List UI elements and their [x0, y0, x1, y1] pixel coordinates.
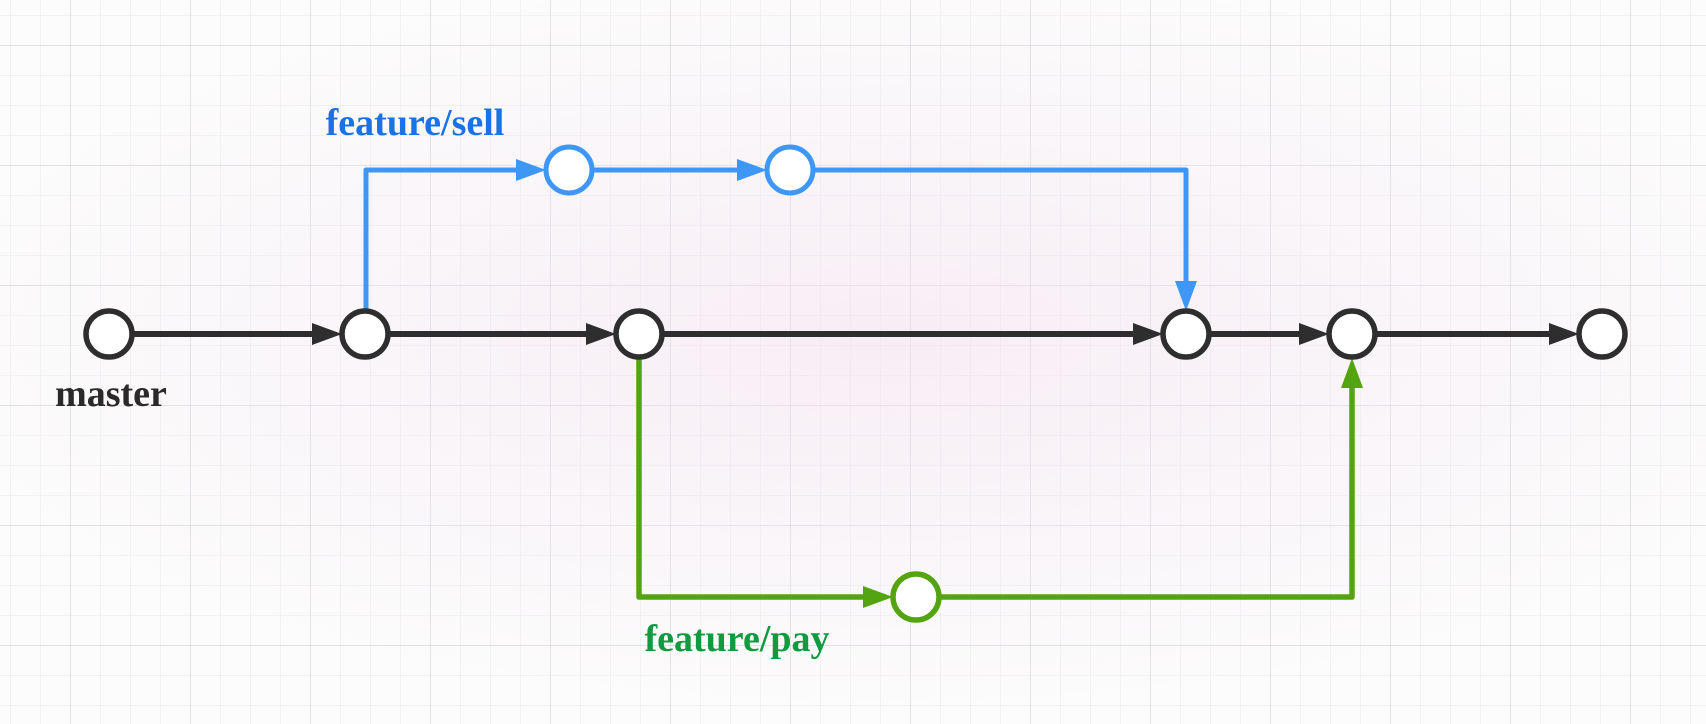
edge-feature-sell — [813, 167, 1189, 285]
arrowhead-feature-sell — [516, 159, 546, 181]
arrowhead-feature-sell — [1175, 281, 1197, 311]
edge-feature-pay — [636, 356, 867, 600]
edge-feature-sell — [363, 167, 520, 313]
branch-label-feature-sell: feature/sell — [326, 102, 505, 144]
branch-nodes-feature-pay — [890, 571, 942, 623]
commit-node-master — [1576, 308, 1628, 360]
commit-node-master — [339, 308, 391, 360]
commit-node-feature-sell — [543, 144, 595, 196]
branch-nodes-master — [83, 308, 1628, 360]
arrowhead-master — [312, 323, 342, 345]
commit-node-master — [83, 308, 135, 360]
branch-feature-sell — [363, 159, 1197, 313]
arrowhead-master — [1133, 323, 1163, 345]
arrowhead-feature-sell — [737, 159, 767, 181]
branch-nodes-feature-sell — [543, 144, 816, 196]
commit-node-master — [1160, 308, 1212, 360]
commit-node-feature-sell — [764, 144, 816, 196]
arrowhead-feature-pay — [1341, 358, 1363, 388]
arrowhead-feature-pay — [863, 586, 893, 608]
branch-label-master: master — [55, 373, 167, 415]
arrowhead-master — [1549, 323, 1579, 345]
branch-label-feature-pay: feature/pay — [644, 618, 829, 660]
branch-master — [132, 323, 1579, 345]
commit-node-master — [613, 308, 665, 360]
edge-feature-pay — [939, 384, 1355, 600]
arrowhead-master — [586, 323, 616, 345]
commit-node-feature-pay — [890, 571, 942, 623]
commit-node-master — [1326, 308, 1378, 360]
branch-feature-pay — [636, 356, 1363, 608]
arrowhead-master — [1299, 323, 1329, 345]
